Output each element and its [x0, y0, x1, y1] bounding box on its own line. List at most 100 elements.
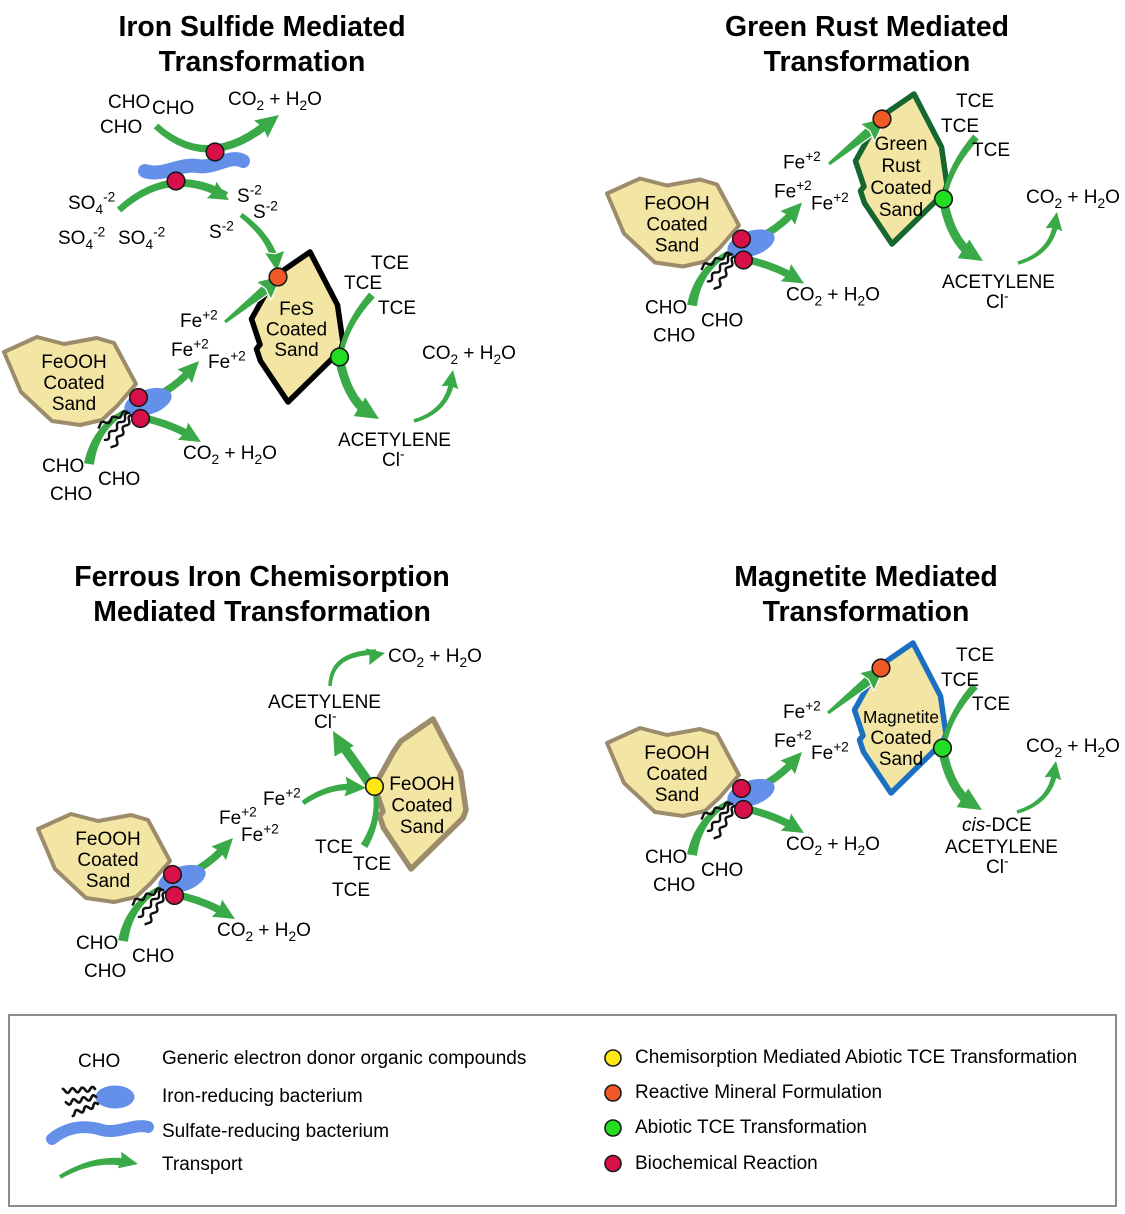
svg-text:Transport: Transport	[162, 1154, 243, 1175]
svg-text:Mediated Transformation: Mediated Transformation	[93, 596, 431, 628]
svg-text:Rust: Rust	[881, 156, 921, 177]
svg-text:Reactive Mineral Formulation: Reactive Mineral Formulation	[635, 1082, 882, 1103]
svg-text:Biochemical Reaction: Biochemical Reaction	[635, 1153, 818, 1174]
svg-text:Coated: Coated	[870, 728, 931, 749]
svg-text:S-2: S-2	[209, 219, 234, 244]
svg-text:CHO: CHO	[653, 326, 695, 347]
svg-text:TCE: TCE	[344, 273, 382, 294]
svg-text:Sand: Sand	[655, 236, 699, 257]
svg-text:Fe+2: Fe+2	[783, 149, 821, 174]
svg-text:CHO: CHO	[100, 117, 142, 138]
svg-text:Sand: Sand	[52, 394, 96, 415]
svg-text:ACETYLENE: ACETYLENE	[945, 837, 1058, 858]
svg-text:Sand: Sand	[86, 871, 130, 892]
svg-text:Coated: Coated	[77, 850, 138, 871]
svg-text:CHO: CHO	[701, 311, 743, 332]
svg-text:CHO: CHO	[50, 484, 92, 505]
svg-text:Fe+2: Fe+2	[811, 190, 849, 215]
svg-text:Coated: Coated	[391, 796, 452, 817]
svg-text:Cl-: Cl-	[382, 447, 405, 472]
svg-text:TCE: TCE	[941, 670, 979, 691]
svg-text:TCE: TCE	[371, 253, 409, 274]
svg-text:Transformation: Transformation	[763, 596, 970, 628]
svg-text:CHO: CHO	[701, 860, 743, 881]
svg-text:Iron-reducing bacterium: Iron-reducing bacterium	[162, 1086, 363, 1107]
svg-text:Sand: Sand	[274, 340, 318, 361]
svg-text:SO4-2: SO4-2	[68, 190, 115, 218]
svg-text:CO2 + H2O: CO2 + H2O	[183, 443, 277, 467]
svg-text:Sand: Sand	[655, 785, 699, 806]
svg-text:CHO: CHO	[98, 469, 140, 490]
svg-text:Sand: Sand	[400, 817, 444, 838]
svg-text:FeOOH: FeOOH	[41, 352, 106, 373]
svg-text:TCE: TCE	[956, 91, 994, 112]
svg-text:CHO: CHO	[132, 946, 174, 967]
svg-text:Iron Sulfide Mediated: Iron Sulfide Mediated	[118, 11, 405, 43]
svg-text:CO2 + H2O: CO2 + H2O	[1026, 187, 1120, 211]
svg-text:CHO: CHO	[42, 456, 84, 477]
svg-text:Green: Green	[875, 134, 928, 155]
svg-text:CHO: CHO	[152, 98, 194, 119]
svg-text:Fe+2: Fe+2	[263, 786, 301, 811]
svg-text:CHO: CHO	[653, 875, 695, 896]
svg-text:CO2 + H2O: CO2 + H2O	[786, 834, 880, 858]
svg-text:cis-DCE: cis-DCE	[962, 815, 1032, 836]
svg-text:Fe+2: Fe+2	[774, 728, 812, 753]
svg-text:TCE: TCE	[941, 116, 979, 137]
svg-text:CO2 + H2O: CO2 + H2O	[228, 89, 322, 113]
svg-text:TCE: TCE	[972, 140, 1010, 161]
svg-text:TCE: TCE	[378, 298, 416, 319]
svg-text:Cl-: Cl-	[314, 709, 337, 734]
svg-text:Sand: Sand	[879, 749, 923, 770]
svg-text:CHO: CHO	[84, 961, 126, 982]
svg-text:Magnetite: Magnetite	[863, 707, 939, 727]
svg-text:Coated: Coated	[43, 373, 104, 394]
svg-text:CO2 + H2O: CO2 + H2O	[786, 285, 880, 309]
svg-text:Fe+2: Fe+2	[208, 349, 246, 374]
svg-text:Coated: Coated	[266, 320, 327, 341]
svg-text:Fe+2: Fe+2	[219, 805, 257, 830]
svg-text:Sulfate-reducing bacterium: Sulfate-reducing bacterium	[162, 1121, 389, 1142]
svg-text:ACETYLENE: ACETYLENE	[268, 692, 381, 713]
svg-text:CO2 + H2O: CO2 + H2O	[1026, 736, 1120, 760]
svg-text:Ferrous Iron Chemisorption: Ferrous Iron Chemisorption	[74, 561, 449, 593]
svg-text:TCE: TCE	[972, 694, 1010, 715]
svg-text:S-2: S-2	[237, 183, 262, 208]
svg-text:Magnetite Mediated: Magnetite Mediated	[734, 561, 997, 593]
svg-text:CHO: CHO	[76, 933, 118, 954]
svg-text:Fe+2: Fe+2	[241, 822, 279, 847]
svg-text:Fe+2: Fe+2	[774, 178, 812, 203]
svg-text:ACETYLENE: ACETYLENE	[942, 272, 1055, 293]
svg-text:FeOOH: FeOOH	[644, 743, 709, 764]
svg-text:ACETYLENE: ACETYLENE	[338, 430, 451, 451]
svg-text:Chemisorption Mediated Abiotic: Chemisorption Mediated Abiotic TCE Trans…	[635, 1047, 1077, 1068]
svg-text:Coated: Coated	[646, 215, 707, 236]
svg-text:TCE: TCE	[332, 880, 370, 901]
svg-text:Sand: Sand	[879, 200, 923, 221]
svg-text:TCE: TCE	[956, 645, 994, 666]
svg-text:Fe+2: Fe+2	[783, 699, 821, 724]
svg-text:SO4-2: SO4-2	[58, 225, 105, 253]
svg-text:Abiotic TCE Transformation: Abiotic TCE Transformation	[635, 1117, 867, 1138]
svg-text:Transformation: Transformation	[159, 46, 366, 78]
svg-text:Cl-: Cl-	[986, 289, 1009, 314]
svg-text:Fe+2: Fe+2	[171, 337, 209, 362]
svg-text:CO2 + H2O: CO2 + H2O	[422, 343, 516, 367]
svg-text:Green Rust Mediated: Green Rust Mediated	[725, 11, 1009, 43]
svg-text:CHO: CHO	[108, 92, 150, 113]
svg-text:FeS: FeS	[279, 299, 314, 320]
svg-text:Cl-: Cl-	[986, 854, 1009, 879]
svg-text:Generic electron donor organic: Generic electron donor organic compounds	[162, 1048, 526, 1069]
svg-text:CO2 + H2O: CO2 + H2O	[388, 646, 482, 670]
svg-text:Fe+2: Fe+2	[811, 740, 849, 765]
svg-text:TCE: TCE	[353, 854, 391, 875]
svg-text:CO2 + H2O: CO2 + H2O	[217, 920, 311, 944]
svg-text:TCE: TCE	[315, 837, 353, 858]
svg-text:FeOOH: FeOOH	[75, 829, 140, 850]
svg-text:S-2: S-2	[253, 199, 278, 224]
svg-text:CHO: CHO	[78, 1051, 120, 1072]
svg-text:CHO: CHO	[645, 298, 687, 319]
svg-text:CHO: CHO	[645, 847, 687, 868]
svg-text:Fe+2: Fe+2	[180, 308, 218, 333]
svg-text:SO4-2: SO4-2	[118, 225, 165, 253]
